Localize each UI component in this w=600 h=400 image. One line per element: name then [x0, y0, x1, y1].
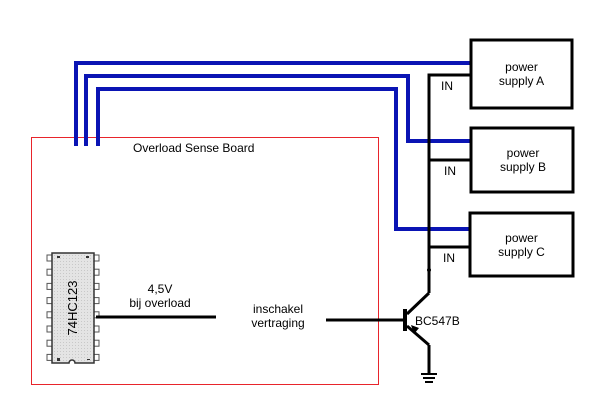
transistor-label: BC547B — [415, 314, 460, 328]
power-supply-b — [469, 126, 575, 194]
power-supply-b-line2: supply B — [499, 160, 547, 174]
power-supply-c — [468, 211, 575, 278]
power-supply-a — [469, 38, 574, 110]
signal-label-line1: 4,5V — [147, 282, 173, 296]
chip-label: 74HC123 — [65, 280, 80, 336]
power-supply-c-line1: power — [505, 231, 538, 245]
power-supply-c-label: power supply C — [470, 231, 573, 259]
chip-74hc123 — [46, 252, 100, 364]
board-title: Overload Sense Board — [133, 141, 255, 155]
in-label-b: IN — [444, 164, 456, 178]
signal-label-line2: bij overload — [129, 296, 191, 310]
power-supply-a-label: power supply A — [471, 60, 572, 88]
in-bus — [427, 73, 471, 293]
ground-icon — [421, 373, 437, 383]
sense-wire-c — [96, 87, 471, 231]
transistor-bc547b — [326, 291, 431, 373]
sense-wire-a — [74, 61, 471, 146]
delay-label-line2: vertraging — [251, 316, 305, 330]
overload-sense-board — [31, 137, 379, 385]
delay-label: inschakel vertraging — [238, 302, 318, 330]
power-supply-a-line2: supply A — [498, 74, 545, 88]
in-label-a: IN — [441, 79, 453, 93]
power-supply-c-line2: supply C — [498, 245, 545, 259]
delay-label-line1: inschakel — [252, 302, 304, 316]
signal-label: 4,5V bij overload — [118, 282, 202, 310]
power-supply-b-line1: power — [506, 146, 540, 160]
power-supply-b-label: power supply B — [472, 146, 574, 174]
power-supply-a-line1: power — [505, 60, 538, 74]
in-label-c: IN — [443, 251, 455, 265]
sense-wire-b — [84, 74, 471, 146]
